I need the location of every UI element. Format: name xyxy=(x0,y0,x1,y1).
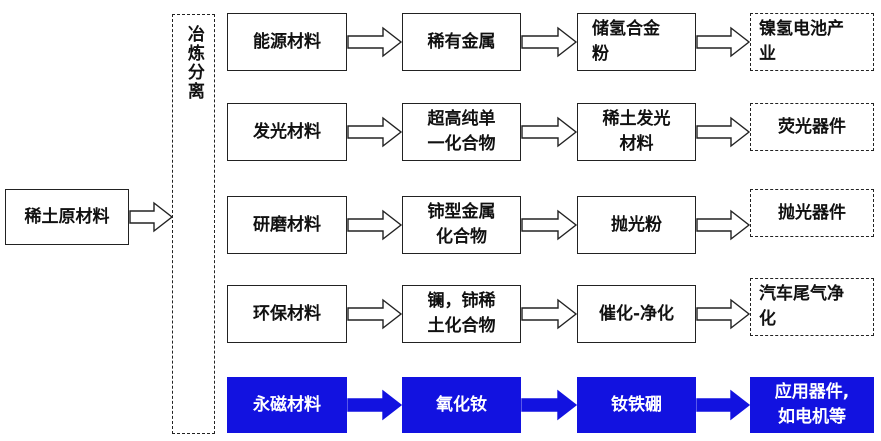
source-material-label: 稀土原材料 xyxy=(24,206,110,227)
application-line: 应用器件, xyxy=(774,382,850,403)
application-box: 汽车尾气净化 xyxy=(750,278,874,336)
application-line: 化 xyxy=(759,309,776,329)
step1-box: 镧，铈稀土化合物 xyxy=(402,285,521,343)
flow-arrow xyxy=(696,26,751,58)
step1-line: 氧化钕 xyxy=(436,394,487,415)
step1-line: 化合物 xyxy=(436,227,487,247)
step1-line: 土化合物 xyxy=(427,316,496,336)
application-line: 荧光器件 xyxy=(778,116,846,137)
smelting-separation-box: 冶炼分离 xyxy=(172,14,215,434)
flow-arrow xyxy=(521,209,578,241)
step1-box: 超高纯单一化合物 xyxy=(402,103,521,161)
material-label: 环保材料 xyxy=(253,303,321,324)
step1-line: 超高纯单 xyxy=(427,109,496,130)
application-line: 镍氢电池产 xyxy=(759,19,844,40)
material-box: 环保材料 xyxy=(227,285,347,343)
material-label: 发光材料 xyxy=(253,121,321,142)
flow-arrow xyxy=(696,298,751,330)
flow-arrow xyxy=(347,209,403,241)
step1-box: 铈型金属化合物 xyxy=(402,196,521,254)
flow-arrow xyxy=(521,116,578,148)
application-line: 汽车尾气净 xyxy=(759,284,844,305)
flow-arrow xyxy=(696,209,751,241)
flow-arrow xyxy=(129,201,174,233)
application-line: 抛光器件 xyxy=(778,202,846,223)
application-box: 镍氢电池产业 xyxy=(750,13,874,71)
application-box-highlight: 应用器件, 如电机等 xyxy=(750,377,874,433)
step2-box: 抛光粉 xyxy=(577,196,696,254)
flow-arrow xyxy=(347,116,403,148)
step1-line: 镧，铈稀 xyxy=(427,291,496,312)
step1-box-highlight: 氧化钕 xyxy=(402,377,521,433)
flow-arrow-highlight xyxy=(347,389,403,421)
step2-box: 稀土发光材料 xyxy=(577,103,696,161)
smelting-separation-label: 冶炼分离 xyxy=(183,25,204,101)
material-box: 能源材料 xyxy=(227,13,347,71)
application-line: 如电机等 xyxy=(778,407,846,427)
material-label: 能源材料 xyxy=(253,31,321,52)
step2-box: 催化-净化 xyxy=(577,285,696,343)
step1-line: 铈型金属 xyxy=(427,202,496,223)
step1-line: 一化合物 xyxy=(427,134,496,154)
material-label: 研磨材料 xyxy=(253,214,321,235)
material-label: 永磁材料 xyxy=(253,394,321,415)
flow-arrow-highlight xyxy=(521,389,578,421)
step1-line: 稀有金属 xyxy=(427,31,496,52)
step2-box-highlight: 钕铁硼 xyxy=(577,377,696,433)
material-box-highlight: 永磁材料 xyxy=(227,377,347,433)
material-box: 发光材料 xyxy=(227,103,347,161)
step1-box: 稀有金属 xyxy=(402,13,521,71)
flow-arrow xyxy=(347,298,403,330)
step2-line: 储氢合金 xyxy=(592,19,660,40)
source-material-box: 稀土原材料 xyxy=(5,189,129,245)
flow-arrow xyxy=(696,116,751,148)
step2-line: 钕铁硼 xyxy=(611,394,662,415)
application-line: 业 xyxy=(759,44,776,64)
step2-line: 稀土发光 xyxy=(602,109,671,130)
step2-line: 抛光粉 xyxy=(611,214,662,235)
flow-arrow xyxy=(521,26,578,58)
flow-arrow-highlight xyxy=(696,389,751,421)
step2-line: 粉 xyxy=(592,44,609,64)
step2-line: 催化-净化 xyxy=(598,303,675,324)
application-box: 荧光器件 xyxy=(750,103,874,151)
step2-box: 储氢合金粉 xyxy=(577,13,696,71)
flow-arrow xyxy=(521,298,578,330)
material-box: 研磨材料 xyxy=(227,196,347,254)
application-box: 抛光器件 xyxy=(750,189,874,237)
flow-arrow xyxy=(347,26,403,58)
step2-line: 材料 xyxy=(619,134,654,154)
